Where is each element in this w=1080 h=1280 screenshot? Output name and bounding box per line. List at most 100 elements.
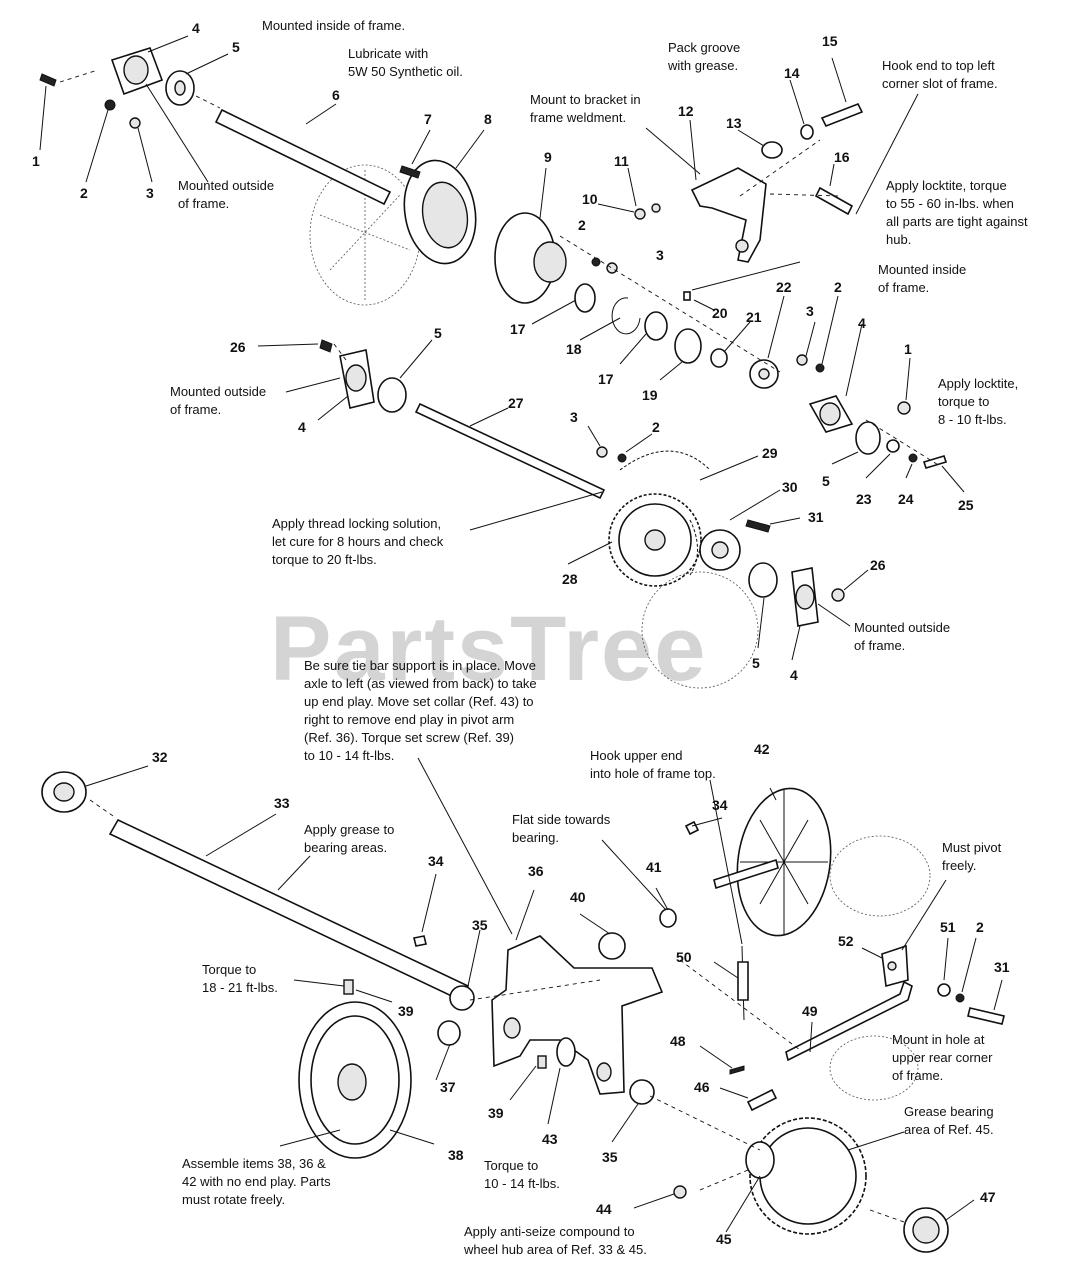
lower-axle-group xyxy=(41,771,1005,1253)
note-torque-18: Torque to 18 - 21 ft-lbs. xyxy=(202,962,278,995)
callout-29: 29 xyxy=(762,445,778,461)
bearing-flange-4-right xyxy=(808,395,854,433)
hub-9 xyxy=(494,212,567,304)
set-collar-43 xyxy=(556,1037,576,1067)
gear-45 xyxy=(745,1117,867,1235)
snap-ring-18 xyxy=(611,297,641,335)
nut-10 xyxy=(634,208,646,220)
callout-19: 19 xyxy=(642,387,658,403)
key-34-right xyxy=(684,820,700,836)
callout-5c: 5 xyxy=(822,473,830,489)
callout-24: 24 xyxy=(898,491,914,507)
bolt-1-right xyxy=(897,401,911,415)
washer-17-top xyxy=(574,283,596,313)
note-hook-end: Hook end to top left corner slot of fram… xyxy=(882,58,998,91)
note-apply-locktite-right: Apply locktite, torque to 8 - 10 ft-lbs. xyxy=(938,376,1022,427)
callout-17a: 17 xyxy=(510,321,526,337)
leader-lines xyxy=(39,35,1003,1233)
callout-numbers: 1 2 3 4 5 6 7 8 9 10 11 12 13 14 15 16 1… xyxy=(32,20,1010,1247)
note-flat-side: Flat side towards bearing. xyxy=(512,812,614,845)
callout-3d: 3 xyxy=(570,409,578,425)
callout-5d: 5 xyxy=(752,655,760,671)
washer-41 xyxy=(659,908,677,928)
callout-25: 25 xyxy=(958,497,974,513)
callout-43: 43 xyxy=(542,1131,558,1147)
pin-48 xyxy=(729,1065,745,1075)
callout-33: 33 xyxy=(274,795,290,811)
key-20 xyxy=(683,291,691,301)
callout-3c: 3 xyxy=(806,303,814,319)
bolt-15 xyxy=(820,102,864,128)
washer-14 xyxy=(800,124,814,140)
nut-44 xyxy=(673,1185,687,1199)
callout-30: 30 xyxy=(782,479,798,495)
sprocket-28 xyxy=(608,493,702,587)
bearing-flange-4-left xyxy=(339,349,375,409)
callout-32: 32 xyxy=(152,749,168,765)
note-hook-upper: Hook upper end into hole of frame top. xyxy=(590,748,716,781)
callout-10: 10 xyxy=(582,191,598,207)
callout-4d: 4 xyxy=(790,667,798,683)
note-lubricate: Lubricate with 5W 50 Synthetic oil. xyxy=(348,46,463,79)
callout-26b: 26 xyxy=(870,557,886,573)
spring-16 xyxy=(814,186,854,216)
callout-13: 13 xyxy=(726,115,742,131)
bushing-13 xyxy=(761,141,783,159)
callout-47: 47 xyxy=(980,1189,996,1205)
callout-2: 2 xyxy=(80,185,88,201)
callout-48: 48 xyxy=(670,1033,686,1049)
bearing-19 xyxy=(674,328,702,364)
idler-bracket-12 xyxy=(690,167,767,263)
callout-41: 41 xyxy=(646,859,662,875)
wheel-hub-42 xyxy=(713,787,832,937)
callout-34b: 34 xyxy=(712,797,728,813)
callout-21: 21 xyxy=(746,309,762,325)
washer-51 xyxy=(937,983,951,997)
callout-15: 15 xyxy=(822,33,838,49)
callout-3: 3 xyxy=(146,185,154,201)
callout-51: 51 xyxy=(940,919,956,935)
axle-shaft-27 xyxy=(414,402,606,500)
callout-52: 52 xyxy=(838,933,854,949)
callout-36: 36 xyxy=(528,863,544,879)
note-mounted-outside-1: Mounted outside of frame. xyxy=(178,178,278,211)
spring-50-coil xyxy=(737,961,749,1001)
callout-2e: 2 xyxy=(976,919,984,935)
callout-35a: 35 xyxy=(472,917,488,933)
washer-24 xyxy=(908,453,918,463)
callout-23: 23 xyxy=(856,491,872,507)
nut-3-lower xyxy=(596,446,608,458)
callout-44: 44 xyxy=(596,1201,612,1217)
callout-12: 12 xyxy=(678,103,694,119)
callout-6: 6 xyxy=(332,87,340,103)
callout-2c: 2 xyxy=(834,279,842,295)
callout-4b: 4 xyxy=(858,315,866,331)
drive-disc-8 xyxy=(403,159,477,265)
bearing-5-top xyxy=(165,70,195,106)
pinion-30 xyxy=(699,529,741,571)
note-assemble: Assemble items 38, 36 & 42 with no end p… xyxy=(182,1156,334,1207)
note-anti-seize: Apply anti-seize compound to wheel hub a… xyxy=(463,1224,647,1257)
callout-39a: 39 xyxy=(398,1003,414,1019)
bolt-31-bottom xyxy=(967,1007,1005,1025)
middle-axle-group xyxy=(319,339,948,689)
note-pack-groove: Pack groove with grease. xyxy=(667,40,744,73)
callout-40: 40 xyxy=(570,889,586,905)
bolt-31-mid xyxy=(745,519,771,533)
callout-22: 22 xyxy=(776,279,792,295)
callout-26a: 26 xyxy=(230,339,246,355)
large-gear-ghost xyxy=(641,571,759,689)
note-torque-10: Torque to 10 - 14 ft-lbs. xyxy=(484,1158,560,1191)
bushing-32 xyxy=(41,771,87,813)
nut-2-top xyxy=(104,99,116,111)
bushing-35-right xyxy=(629,1079,655,1105)
nut-3-right xyxy=(796,354,808,366)
axle-33 xyxy=(108,818,470,1002)
callout-49: 49 xyxy=(802,1003,818,1019)
pulley-38 xyxy=(298,1001,412,1159)
callout-4c: 4 xyxy=(298,419,306,435)
bearing-flange-4-top xyxy=(110,47,164,96)
washer-11 xyxy=(651,203,661,213)
note-apply-thread: Apply thread locking solution, let cure … xyxy=(272,516,447,567)
